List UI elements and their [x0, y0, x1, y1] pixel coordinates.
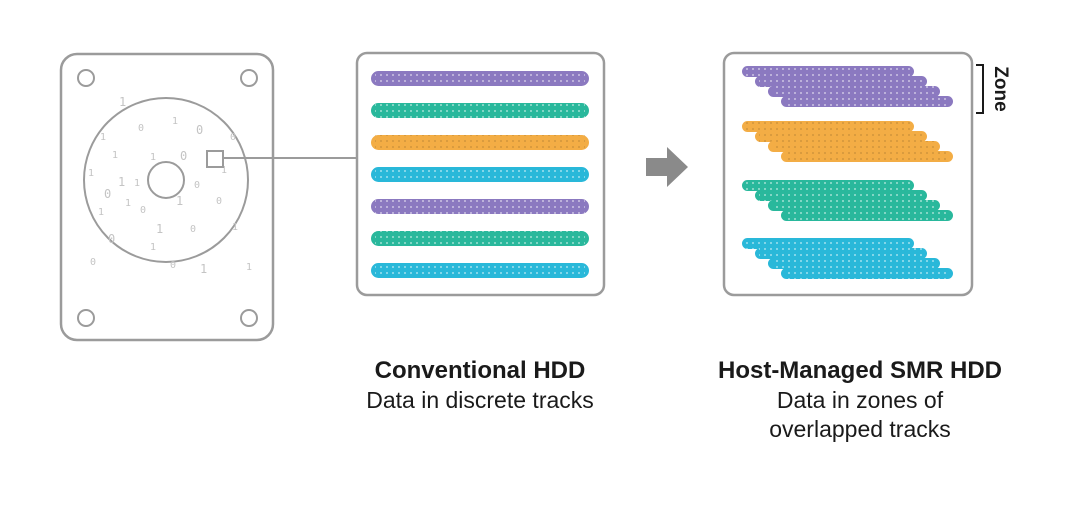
smr-track	[742, 238, 914, 249]
binary-digit: 1	[232, 222, 238, 233]
smr-caption: Host-Managed SMR HDD Data in zones of ov…	[690, 356, 1030, 444]
zoom-region-marker	[206, 150, 224, 168]
binary-digit: 1	[119, 95, 126, 109]
binary-digit: 1	[112, 150, 118, 161]
smr-tracks-panel	[722, 51, 974, 297]
binary-digit: 1	[150, 242, 156, 253]
binary-digit: 1	[150, 152, 156, 163]
smr-track	[755, 248, 927, 259]
binary-digit: 0	[170, 260, 176, 271]
binary-digit: 1	[125, 198, 131, 209]
binary-digit: 1	[118, 175, 125, 189]
binary-digit: 0	[180, 149, 187, 163]
transition-arrow-icon	[646, 147, 688, 187]
conventional-title: Conventional HDD	[374, 357, 586, 384]
zone-label: Zone	[990, 66, 1011, 111]
smr-track	[755, 76, 927, 87]
conventional-tracks-panel	[355, 51, 606, 297]
conventional-track	[371, 199, 589, 214]
smr-track	[781, 268, 953, 279]
smr-track	[768, 141, 940, 152]
conventional-track	[371, 135, 589, 150]
binary-digit: 1	[246, 262, 252, 273]
conventional-subtitle: Data in discrete tracks	[366, 387, 594, 413]
conventional-track	[371, 231, 589, 246]
smr-track	[781, 96, 953, 107]
smr-track	[755, 131, 927, 142]
binary-digit: 1	[100, 132, 106, 143]
smr-track	[742, 121, 914, 132]
binary-digit: 0	[194, 180, 200, 191]
smr-subtitle-line2: overlapped tracks	[769, 415, 951, 442]
smr-track	[768, 200, 940, 211]
conventional-track	[371, 263, 589, 278]
mounting-hole-bottom-right	[240, 309, 258, 327]
mounting-hole-top-right	[240, 69, 258, 87]
smr-title: Host-Managed SMR HDD	[717, 357, 1002, 384]
binary-digit: 0	[104, 187, 111, 201]
binary-digit: 0	[196, 123, 203, 137]
binary-digit: 1	[172, 116, 178, 127]
binary-digit: 1	[88, 168, 94, 179]
spindle	[147, 161, 185, 199]
binary-digit: 1	[200, 262, 207, 276]
zone-bracket	[976, 64, 984, 114]
conventional-track	[371, 103, 589, 118]
smr-track	[781, 210, 953, 221]
smr-panel-frame	[722, 51, 974, 297]
binary-digit: 1	[221, 165, 227, 176]
binary-digit: 0	[190, 224, 196, 235]
conventional-caption: Conventional HDD Data in discrete tracks	[330, 356, 630, 415]
conventional-track	[371, 167, 589, 182]
smr-track	[768, 86, 940, 97]
binary-digit: 0	[230, 132, 236, 143]
smr-track	[781, 151, 953, 162]
conventional-track	[371, 71, 589, 86]
binary-digit: 0	[90, 257, 96, 268]
binary-digit: 0	[138, 123, 144, 134]
binary-digit: 1	[98, 207, 104, 218]
binary-digit: 1	[156, 222, 163, 236]
binary-digit: 0	[108, 232, 115, 246]
hard-drive-illustration: 101011011010101101010110110101	[59, 52, 357, 342]
mounting-hole-top-left	[77, 69, 95, 87]
binary-digits: 101011011010101101010110110101	[88, 95, 252, 276]
smr-subtitle-line1: Data in zones of	[776, 387, 944, 413]
mounting-hole-bottom-left	[77, 309, 95, 327]
smr-track	[768, 258, 940, 269]
smr-track	[742, 66, 914, 77]
smr-track	[742, 180, 914, 191]
binary-digit: 0	[216, 196, 222, 207]
binary-digit: 1	[134, 178, 140, 189]
smr-track	[755, 190, 927, 201]
binary-digit: 0	[140, 205, 146, 216]
binary-digit: 1	[176, 194, 183, 208]
